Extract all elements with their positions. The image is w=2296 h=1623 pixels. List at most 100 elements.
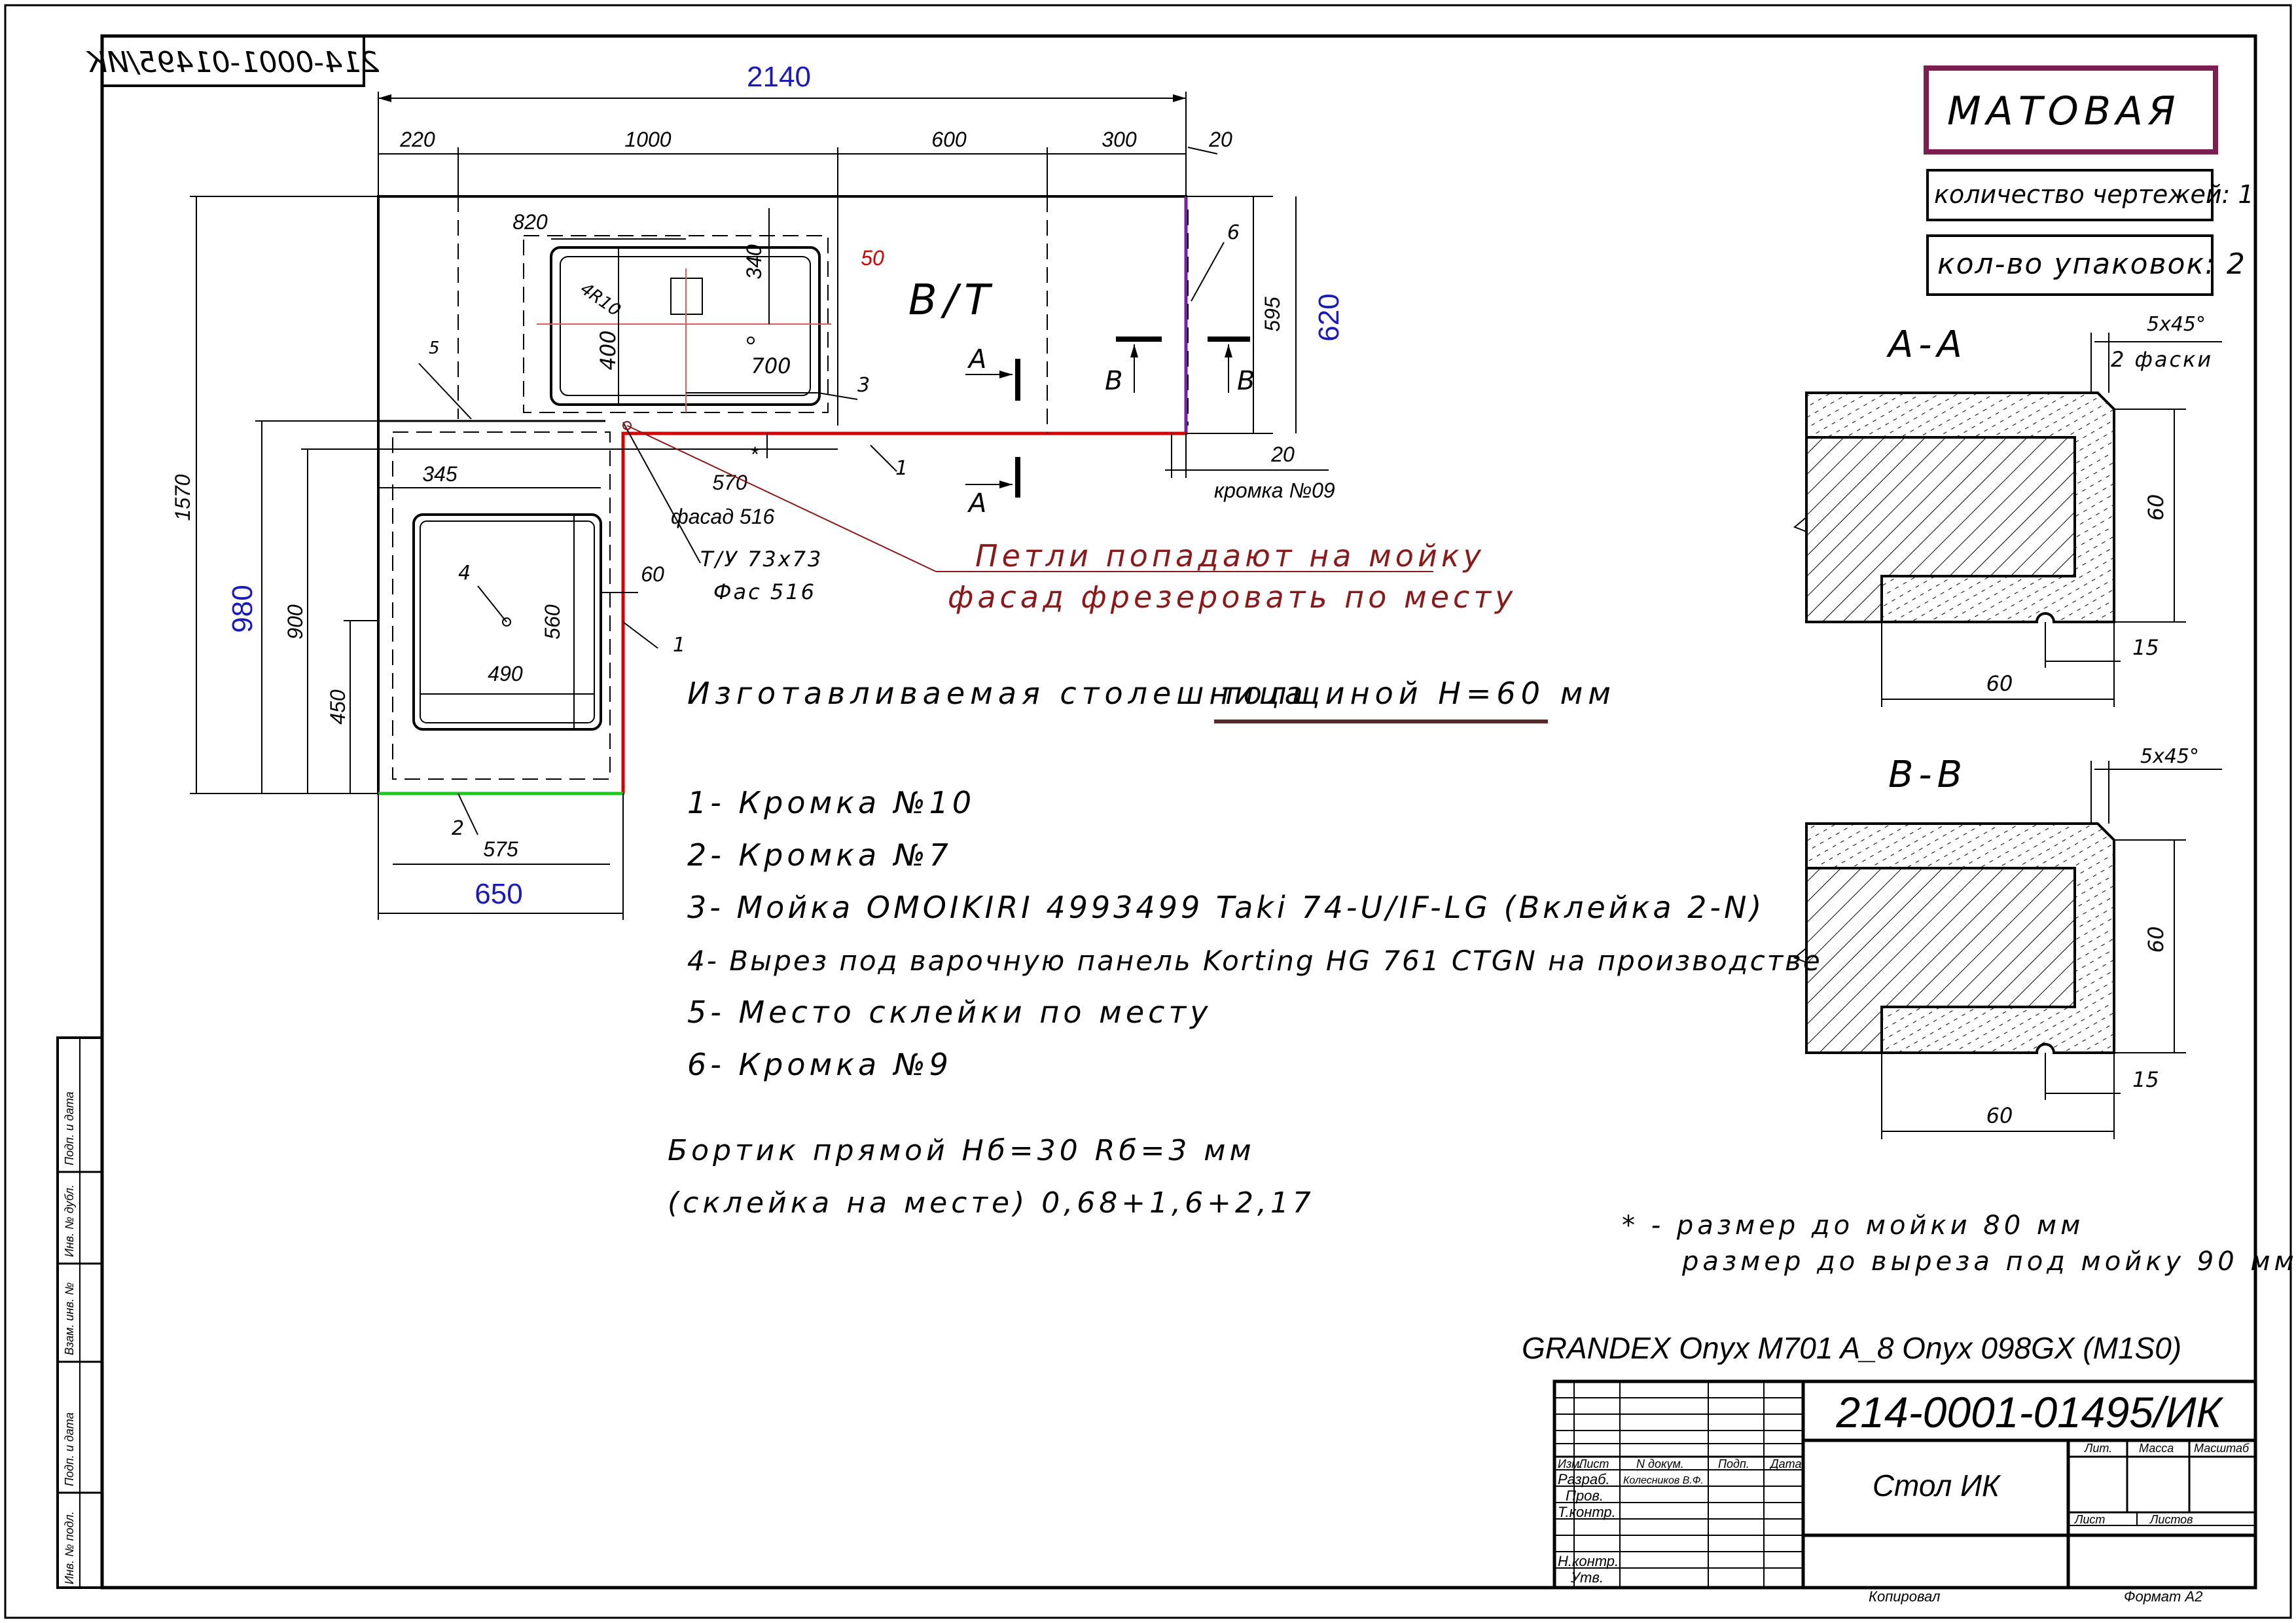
tb-list: Лист <box>2074 1513 2105 1526</box>
legend: 1- Кромка №10 2- Кромка №7 3- Мойка OMOI… <box>687 785 1822 1082</box>
section-bb-chamfer: 5х45° <box>2140 745 2199 768</box>
hob-cutout <box>412 513 602 731</box>
section-b-marker: В В <box>1105 337 1255 396</box>
material-label: GRANDEX Onyx M701 A_8 Onyx 098GX (M1S0) <box>1522 1331 2181 1365</box>
label-bt: В/Т <box>908 276 997 325</box>
footnote-1: * - размер до мойки 80 мм <box>1622 1211 2084 1241</box>
tu-note: Т/У 73х73 <box>700 547 823 572</box>
packages-count-box: кол-во упаковок: 2 <box>1926 234 2246 296</box>
dim-220: 220 <box>399 128 435 151</box>
facade-516: фасад 516 <box>671 505 775 528</box>
drawings-count: количество чертежей: 1 <box>1934 180 2254 209</box>
section-bb-height: 60 <box>2144 926 2168 953</box>
tb-format: Формат А2 <box>2124 1588 2202 1605</box>
warning-point <box>622 421 632 430</box>
finish-label: МАТОВАЯ <box>1947 88 2181 134</box>
tb-nkontr: Н.контр. <box>1558 1553 1619 1569</box>
legend-item-1: 1- Кромка №10 <box>687 785 975 820</box>
dim-345: 345 <box>422 462 457 486</box>
callout-3: 3 <box>857 374 870 397</box>
dim-820: 820 <box>512 210 548 234</box>
section-b-right: В <box>1237 366 1255 396</box>
star-mark: * <box>750 443 759 466</box>
title-block: Изм. Лист N докум. Подп. Дата Разраб. Ко… <box>1552 1379 2257 1605</box>
dim-400: 400 <box>596 330 620 370</box>
sink-cutout: 4R10 <box>537 246 831 412</box>
section-aa-groove: 15 <box>2132 635 2159 660</box>
edge-kromka-10 <box>621 431 1186 793</box>
tb-name: Стол ИК <box>1873 1468 2001 1503</box>
dim-total-width: 2140 <box>747 61 811 93</box>
dim-620: 620 <box>1313 293 1345 341</box>
border-notes: Бортик прямой Нб=30 Rб=3 мм (склейка на … <box>668 1134 1315 1220</box>
dimension-lines <box>190 92 1329 920</box>
mirror-code-stamp: 214-0001-01495/ИК <box>86 35 379 87</box>
border-note-1: Бортик прямой Нб=30 Rб=3 мм <box>668 1134 1255 1167</box>
callout-leaders <box>418 242 1225 835</box>
section-bb-width: 60 <box>1986 1103 2013 1128</box>
section-aa-width: 60 <box>1986 671 2013 696</box>
callout-1-side: 1 <box>673 634 685 657</box>
tb-massa: Масса <box>2139 1442 2174 1455</box>
dim-20-top: 20 <box>1208 128 1232 151</box>
section-bb-title: В-В <box>1888 754 1967 796</box>
hob-center <box>502 617 511 627</box>
warning-line-2: фасад фрезеровать по месту <box>948 579 1516 615</box>
section-a-marker: А А <box>965 344 1020 519</box>
tb-col-list: Лист <box>1578 1457 1609 1470</box>
dim-575: 575 <box>483 837 518 861</box>
cabinet-dashes <box>392 196 1189 780</box>
tb-listov: Листов <box>2149 1513 2193 1526</box>
plan-view: 4R10 <box>171 61 1345 920</box>
dim-60: 60 <box>641 562 664 586</box>
packages-count: кол-во упаковок: 2 <box>1937 247 2246 281</box>
section-a-bottom: А <box>967 488 986 519</box>
dim-650: 650 <box>475 878 522 910</box>
mirror-code-text: 214-0001-01495/ИК <box>86 46 379 79</box>
tb-razrab-name: Колесников В.Ф. <box>1623 1475 1704 1486</box>
dim-980: 980 <box>226 585 259 632</box>
tb-col-ndoc: N докум. <box>1636 1457 1684 1470</box>
legend-item-3: 3- Мойка OMOIKIRI 4993499 Taki 74-U/IF-L… <box>687 890 1765 925</box>
dim-450: 450 <box>326 689 350 725</box>
tb-col-podp: Подп. <box>1718 1457 1749 1470</box>
thickness-value: толщиной Н=60 мм <box>1221 676 1616 711</box>
section-bb-core <box>1805 867 2076 1054</box>
dim-700: 700 <box>751 354 791 378</box>
legend-item-4: 4- Вырез под варочную панель Korting HG … <box>687 945 1822 977</box>
callout-4: 4 <box>458 562 471 585</box>
legend-item-5: 5- Место склейки по месту <box>687 994 1211 1030</box>
stamp-inv-dubl: Инв. № дубл. <box>63 1184 76 1257</box>
warning-leader <box>626 425 937 572</box>
tb-masshtab: Масштаб <box>2194 1442 2250 1455</box>
stamp-vzam-inv: Взам. инв. № <box>63 1283 76 1355</box>
outer-border <box>4 4 2292 1619</box>
footnote-2: размер до выреза под мойку 90 мм <box>1681 1247 2296 1277</box>
dim-560: 560 <box>541 604 564 640</box>
edge-label: кромка №09 <box>1214 479 1335 502</box>
thickness-note: Изготавливаемая столешница толщиной Н=60… <box>687 676 1616 723</box>
thickness-prefix: Изготавливаемая столешница <box>687 676 1308 711</box>
tb-razrab: Разраб. <box>1558 1471 1610 1487</box>
border-note-2: (склейка на месте) 0,68+1,6+2,17 <box>668 1186 1315 1220</box>
stamp-podp-data-2: Подп. и дата <box>63 1091 76 1165</box>
dim-1570: 1570 <box>171 474 194 520</box>
dim-1000: 1000 <box>624 128 671 151</box>
section-aa: А-А 5х45° 2 фаски 60 15 60 <box>1793 313 2222 707</box>
tb-prov: Пров. <box>1566 1487 1604 1504</box>
callout-5: 5 <box>429 338 440 358</box>
finish-box: МАТОВАЯ <box>1924 65 2218 155</box>
section-aa-core <box>1805 436 2076 623</box>
section-a-top: А <box>967 344 986 374</box>
tb-kopiroval: Копировал <box>1869 1588 1940 1605</box>
dim-600: 600 <box>931 128 967 151</box>
legend-item-2: 2- Кромка №7 <box>687 837 952 873</box>
section-bb: В-В 5х45° 60 15 60 <box>1793 745 2222 1139</box>
footnotes: * - размер до мойки 80 мм размер до выре… <box>1622 1211 2296 1277</box>
tb-code: 214-0001-01495/ИК <box>1836 1388 2224 1436</box>
section-b-left: В <box>1105 366 1122 396</box>
tb-tkontr: Т.контр. <box>1558 1504 1616 1520</box>
tb-col-izm: Изм. <box>1558 1457 1583 1470</box>
dim-490: 490 <box>488 662 523 685</box>
